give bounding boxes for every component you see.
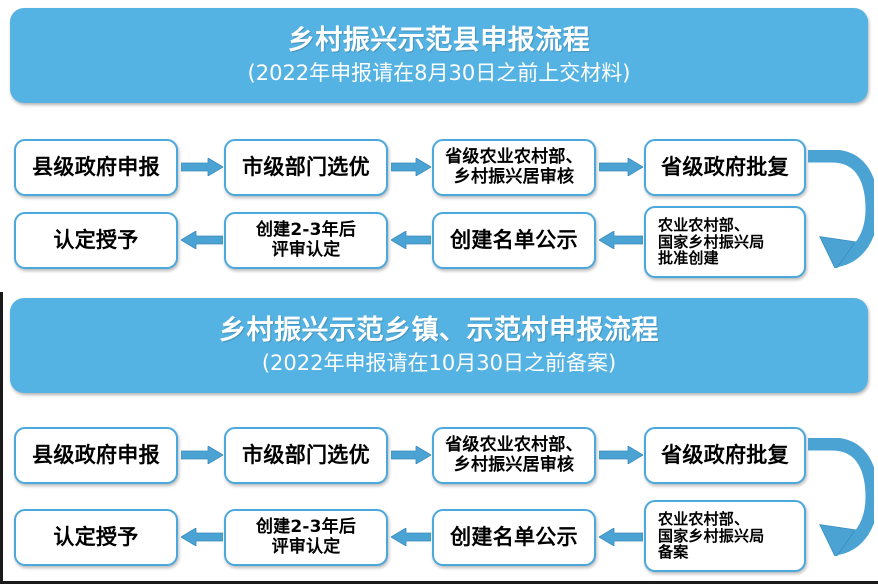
- node-review-2to3yr[interactable]: 创建2-3年后 评审认定: [224, 212, 388, 269]
- node-city-select-2[interactable]: 市级部门选优: [224, 427, 388, 484]
- arrow-left-review-to-award: [181, 231, 223, 249]
- node-label: 市级部门选优: [242, 442, 370, 467]
- node-award[interactable]: 认定授予: [14, 212, 178, 269]
- node-ministry-approve[interactable]: 农业农村部、 国家乡村振兴局 批准创建: [644, 206, 806, 278]
- node-city-select[interactable]: 市级部门选优: [224, 139, 388, 196]
- node-label: 农业农村部、 国家乡村振兴局 批准创建: [658, 215, 765, 268]
- node-label: 省级政府批复: [661, 442, 789, 467]
- node-award-2[interactable]: 认定授予: [14, 509, 178, 566]
- panel-left-border: [0, 292, 3, 584]
- arrow-right-city-to-province-review-2: [391, 446, 431, 464]
- section-header-town-village: 乡村振兴示范乡镇、示范村申报流程 (2022年申报请在10月30日之前备案): [10, 298, 868, 393]
- node-label: 省级农业农村部、 乡村振兴居审核: [445, 147, 583, 187]
- node-label: 创建名单公示: [450, 227, 578, 252]
- node-label: 认定授予: [53, 227, 139, 252]
- panel-bottom-border: [0, 581, 878, 584]
- node-review-2to3yr-2[interactable]: 创建2-3年后 评审认定: [224, 509, 388, 566]
- node-label: 县级政府申报: [32, 442, 160, 467]
- node-ministry-record[interactable]: 农业农村部、 国家乡村振兴局 备案: [644, 500, 806, 572]
- arrow-left-ministry-to-publicity-2: [599, 528, 643, 546]
- node-province-reply[interactable]: 省级政府批复: [644, 139, 806, 196]
- node-publicity[interactable]: 创建名单公示: [432, 212, 596, 269]
- arrow-right-review-to-reply-2: [599, 446, 643, 464]
- node-province-reply-2[interactable]: 省级政府批复: [644, 427, 806, 484]
- section-subtitle-county: (2022年申报请在8月30日之前上交材料): [247, 61, 631, 86]
- node-province-review-2[interactable]: 省级农业农村部、 乡村振兴居审核: [432, 427, 596, 484]
- node-county-apply[interactable]: 县级政府申报: [14, 139, 178, 196]
- arrow-left-review-to-award-2: [181, 528, 223, 546]
- section-header-county: 乡村振兴示范县申报流程 (2022年申报请在8月30日之前上交材料): [10, 8, 868, 103]
- section-title-county: 乡村振兴示范县申报流程: [287, 24, 591, 56]
- node-label: 省级农业农村部、 乡村振兴居审核: [445, 435, 583, 475]
- section-subtitle-town-village: (2022年申报请在10月30日之前备案): [261, 351, 617, 376]
- node-label: 县级政府申报: [32, 154, 160, 179]
- arrow-left-publicity-to-review: [391, 231, 431, 249]
- arrow-curve-reply-to-ministry-2: [802, 438, 874, 556]
- arrow-curve-reply-to-ministry: [802, 150, 874, 268]
- node-label: 创建2-3年后 评审认定: [255, 517, 357, 557]
- node-publicity-2[interactable]: 创建名单公示: [432, 509, 596, 566]
- node-label: 省级政府批复: [661, 154, 789, 179]
- node-label: 创建名单公示: [450, 524, 578, 549]
- arrow-right-county-to-city-2: [181, 446, 223, 464]
- node-label: 认定授予: [53, 524, 139, 549]
- arrow-right-review-to-reply: [599, 158, 643, 176]
- node-county-apply-2[interactable]: 县级政府申报: [14, 427, 178, 484]
- node-province-review[interactable]: 省级农业农村部、 乡村振兴居审核: [432, 139, 596, 196]
- arrow-right-city-to-province-review: [391, 158, 431, 176]
- node-label: 市级部门选优: [242, 154, 370, 179]
- section-title-town-village: 乡村振兴示范乡镇、示范村申报流程: [219, 314, 659, 346]
- node-label: 农业农村部、 国家乡村振兴局 备案: [658, 509, 765, 562]
- arrow-right-county-to-city: [181, 158, 223, 176]
- arrow-left-ministry-to-publicity: [599, 231, 643, 249]
- node-label: 创建2-3年后 评审认定: [255, 220, 357, 260]
- arrow-left-publicity-to-review-2: [391, 528, 431, 546]
